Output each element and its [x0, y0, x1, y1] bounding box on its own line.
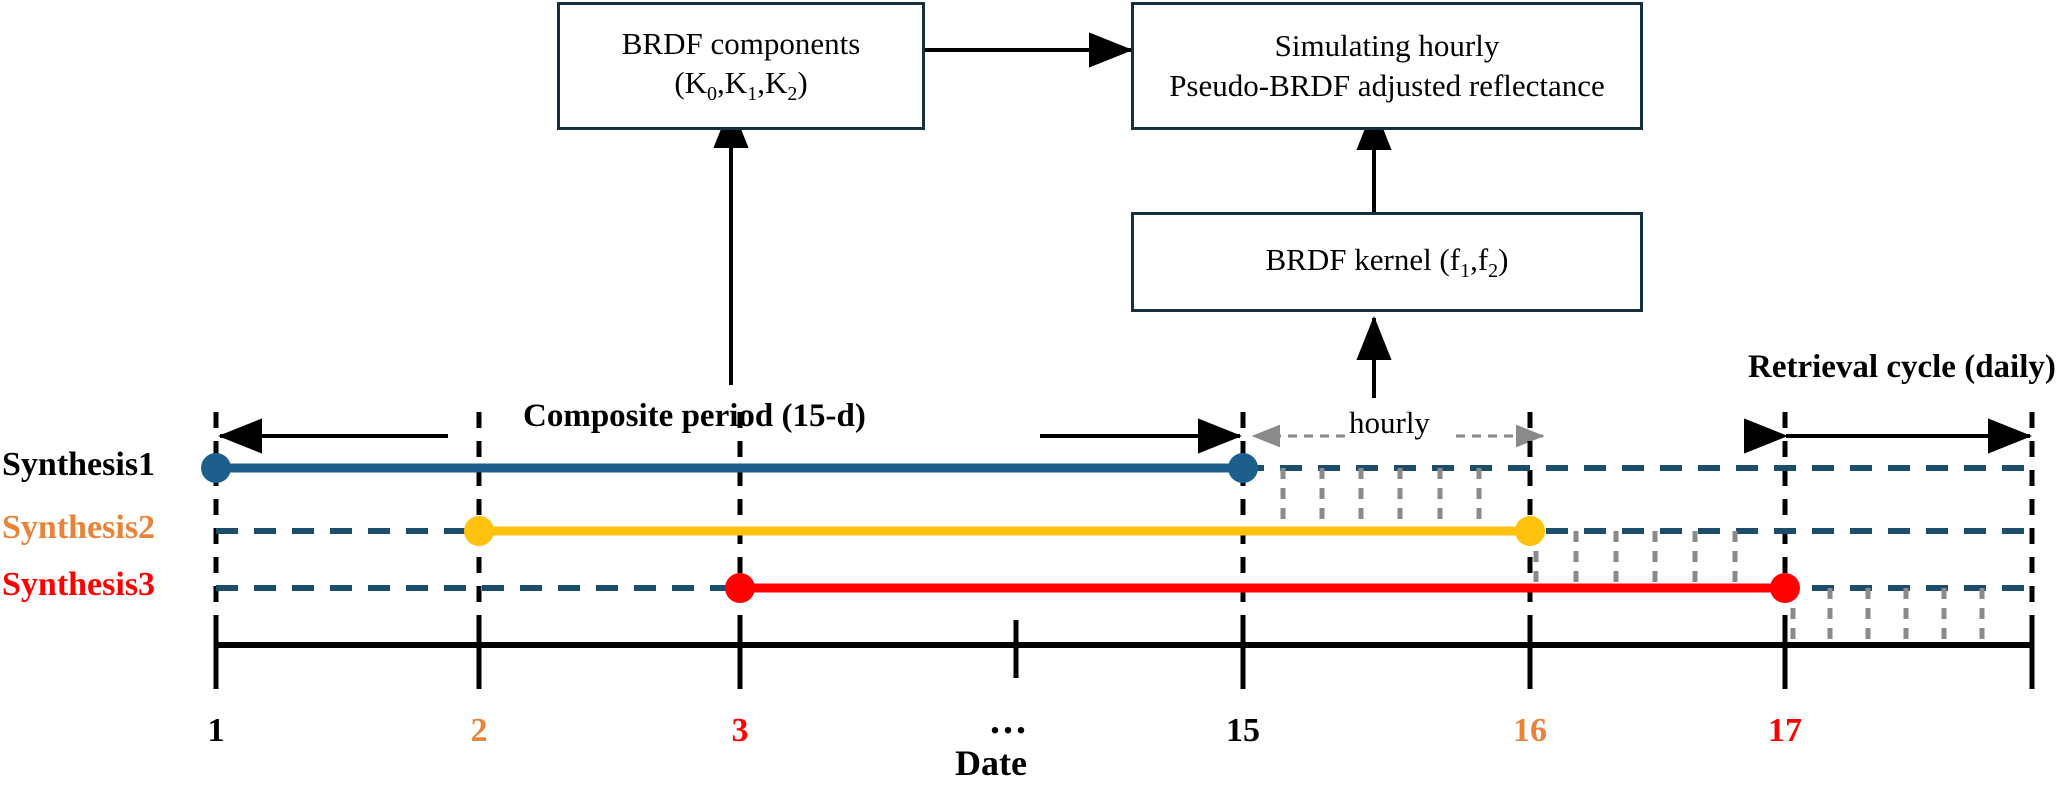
date-label-17: 17 — [1768, 712, 1802, 749]
date-label-1: 1 — [207, 712, 225, 749]
date-label-2: 2 — [470, 712, 488, 749]
date-axis-title: Date — [955, 743, 1027, 783]
series2-start-marker — [464, 516, 494, 546]
hourly-label: hourly — [1349, 405, 1430, 440]
series3-end-marker — [1770, 573, 1800, 603]
composite-period-label: Composite period (15-d) — [523, 398, 866, 434]
series3-start-marker — [725, 573, 755, 603]
series1-end-marker — [1228, 453, 1258, 483]
date-axis-ticks — [213, 620, 2035, 678]
row-label-synthesis1: Synthesis1 — [2, 446, 156, 483]
hourly-ticks-row3 — [1790, 588, 1985, 645]
retrieval-cycle-label: Retrieval cycle (daily) — [1748, 349, 2056, 385]
date-label-16: 16 — [1513, 712, 1547, 749]
row-label-synthesis2: Synthesis2 — [2, 509, 156, 546]
day-guide-lines — [213, 412, 2035, 700]
hourly-ticks-row2 — [1533, 531, 1738, 588]
row-label-synthesis3: Synthesis3 — [2, 566, 156, 603]
brdf-components-box[interactable] — [557, 2, 925, 130]
date-label-15: 15 — [1226, 712, 1260, 749]
hourly-ticks-row1 — [1280, 468, 1482, 531]
series2-end-marker — [1515, 516, 1545, 546]
series1-start-marker — [201, 453, 231, 483]
simulating-reflectance-box[interactable] — [1131, 2, 1643, 130]
date-label-3: 3 — [731, 712, 749, 749]
brdf-kernel-box[interactable] — [1131, 212, 1643, 312]
date-ellipsis: ... — [990, 697, 1029, 742]
